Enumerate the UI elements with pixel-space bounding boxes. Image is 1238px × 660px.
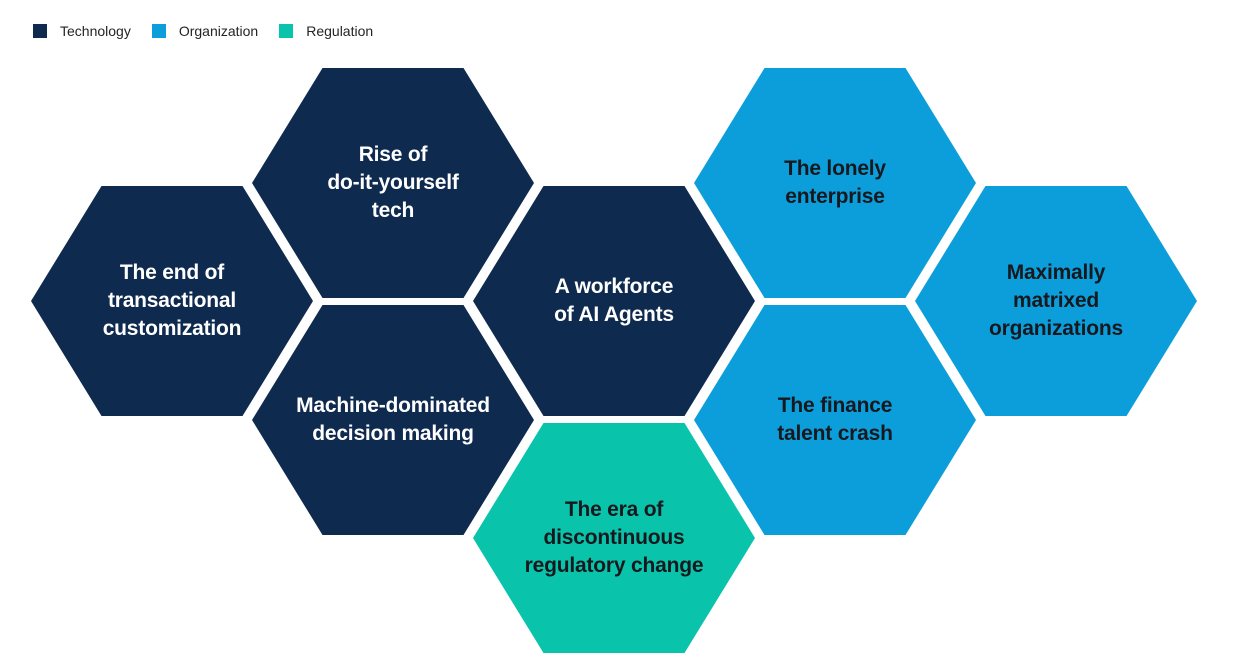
- hexagon-label: A workforce of AI Agents: [554, 275, 674, 326]
- hexagon-label: The lonely enterprise: [784, 157, 886, 208]
- technology-color-swatch: [33, 24, 47, 38]
- legend-item-technology: Technology: [33, 24, 131, 38]
- hexagon-label: The era of discontinuous regulatory chan…: [524, 498, 704, 577]
- organization-color-swatch: [151, 24, 166, 38]
- hexagon-end-of-transactional-customization: The end of transactional customization: [31, 186, 313, 416]
- hexagon-machine-dominated-decision-making: Machine-dominated decision making: [252, 305, 534, 535]
- legend: Technology Organization Regulation: [33, 24, 373, 38]
- legend-label-technology: Technology: [60, 23, 131, 39]
- hexagon-label: Machine-dominated decision making: [296, 394, 490, 445]
- hexagon-label: Maximally matrixed organizations: [989, 261, 1123, 340]
- legend-item-organization: Organization: [151, 23, 259, 39]
- legend-item-regulation: Regulation: [279, 24, 373, 38]
- hexagon-label: The finance talent crash: [777, 394, 893, 445]
- hexagon-the-lonely-enterprise: The lonely enterprise: [694, 68, 976, 298]
- hexagon-label: The end of transactional customization: [102, 261, 242, 340]
- hexagon-workforce-of-ai-agents: A workforce of AI Agents: [473, 186, 755, 416]
- hexagon-label: Rise of do-it-yourself tech: [327, 143, 459, 222]
- regulation-color-swatch: [279, 24, 294, 38]
- legend-label-organization: Organization: [178, 23, 259, 39]
- legend-label-regulation: Regulation: [306, 23, 374, 39]
- hexagon-era-of-discontinuous-regulatory-change: The era of discontinuous regulatory chan…: [473, 423, 755, 653]
- hexagon-maximally-matrixed-organizations: Maximally matrixed organizations: [915, 186, 1197, 416]
- hexagon-the-finance-talent-crash: The finance talent crash: [694, 305, 976, 535]
- hexagon-rise-of-do-it-yourself-tech: Rise of do-it-yourself tech: [252, 68, 534, 298]
